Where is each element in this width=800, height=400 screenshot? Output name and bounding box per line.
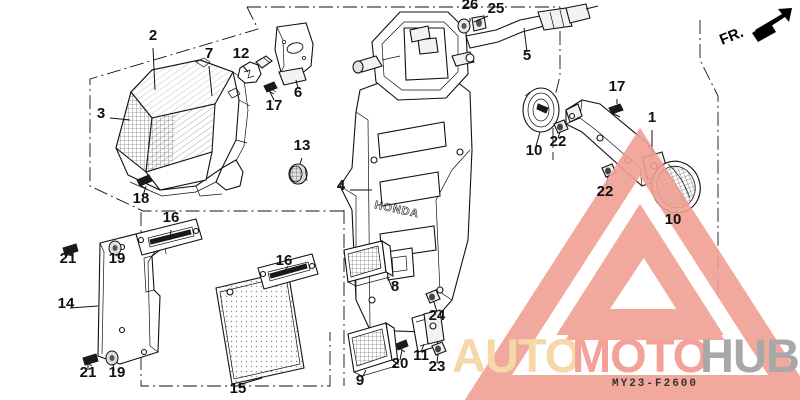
license-light-lens xyxy=(347,321,399,377)
mudflap-part xyxy=(215,270,305,385)
diagram-part-number: MY23-F2600 xyxy=(612,378,698,390)
screw-18-part xyxy=(136,174,153,191)
callout-labels: 1234567891010111213141516161717181919202… xyxy=(58,0,682,397)
reflector-rectangular-part xyxy=(343,239,394,287)
bolt-21-lower xyxy=(82,353,99,367)
mudflap-stay-lower xyxy=(257,253,319,290)
watermark-text: AUTO MOTO HUB xyxy=(452,329,800,382)
callout-reflector-bracket-right: 1 xyxy=(648,109,656,126)
callout-grommet: 13 xyxy=(294,137,311,154)
callout-taillight-unit-assembly: 2 xyxy=(149,27,157,44)
watermark-hub: HUB xyxy=(700,329,799,382)
callout-washer-upper: 19 xyxy=(109,250,126,267)
callout-nut-upper-license: 24 xyxy=(429,307,446,324)
group-boundaries xyxy=(89,6,719,387)
leader-lines xyxy=(67,15,679,386)
nut-24-part xyxy=(425,289,441,304)
fr-arrow-tail-icon xyxy=(752,22,776,42)
callout-screw-taillight: 18 xyxy=(133,190,150,207)
taillight-assembly xyxy=(115,57,251,197)
callout-bolt-lower: 21 xyxy=(80,364,97,381)
callout-washer-lower: 19 xyxy=(109,364,126,381)
callout-license-light-body: 11 xyxy=(413,347,429,364)
rear-fender-part: HONDA xyxy=(339,77,473,333)
callout-mudflap: 15 xyxy=(230,380,247,397)
washer-19-lower xyxy=(105,350,119,366)
callout-taillight-lens: 3 xyxy=(97,105,105,122)
license-plate-bracket xyxy=(352,11,475,101)
callout-nut-right: 22 xyxy=(597,183,614,200)
hardware-26-25 xyxy=(457,15,487,34)
callout-washer-fender-mount: 26 xyxy=(462,0,479,13)
callout-mudflap-stay-upper: 16 xyxy=(163,209,180,226)
nut-22-left xyxy=(553,119,569,134)
screw-17-left xyxy=(263,81,278,95)
callout-screw-cover: 17 xyxy=(266,97,283,114)
callout-wire-harness-connector: 5 xyxy=(523,47,531,64)
callout-nut-left: 22 xyxy=(550,133,567,150)
screw-17-right xyxy=(608,103,624,118)
callout-screw-license-light: 20 xyxy=(392,355,409,372)
watermark-graphic xyxy=(464,127,800,400)
callout-bulb: 12 xyxy=(233,45,250,62)
wire-harness-part xyxy=(465,3,599,49)
callout-reflector-rectangular: 8 xyxy=(391,278,399,295)
callout-nut-fender-mount: 25 xyxy=(488,0,505,17)
callout-taillight-housing: 7 xyxy=(205,45,213,62)
grommet-13-part xyxy=(288,163,308,185)
callout-bolt-upper: 21 xyxy=(60,250,77,267)
reflector-round-left xyxy=(522,87,560,133)
license-light-body xyxy=(411,309,445,353)
callout-mudflap-stay-lower: 16 xyxy=(276,252,293,269)
callout-screw-bracket: 17 xyxy=(609,78,626,95)
watermark-auto: AUTO xyxy=(452,329,580,382)
callout-license-light-lens: 9 xyxy=(356,372,364,389)
nut-23-part xyxy=(431,341,447,356)
callout-rear-fender: 4 xyxy=(337,177,346,194)
callout-mudflap-bracket: 14 xyxy=(58,295,75,312)
callout-reflector-round-left: 10 xyxy=(526,142,543,159)
bolt-21-upper xyxy=(62,243,79,257)
washer-19-upper xyxy=(108,240,122,256)
callout-taillight-cover: 6 xyxy=(294,84,302,101)
watermark-moto: MOTO xyxy=(572,329,708,382)
callout-nut-license-light: 23 xyxy=(429,358,446,375)
taillight-cover-part xyxy=(274,22,314,86)
callout-reflector-round-right: 10 xyxy=(665,211,682,228)
